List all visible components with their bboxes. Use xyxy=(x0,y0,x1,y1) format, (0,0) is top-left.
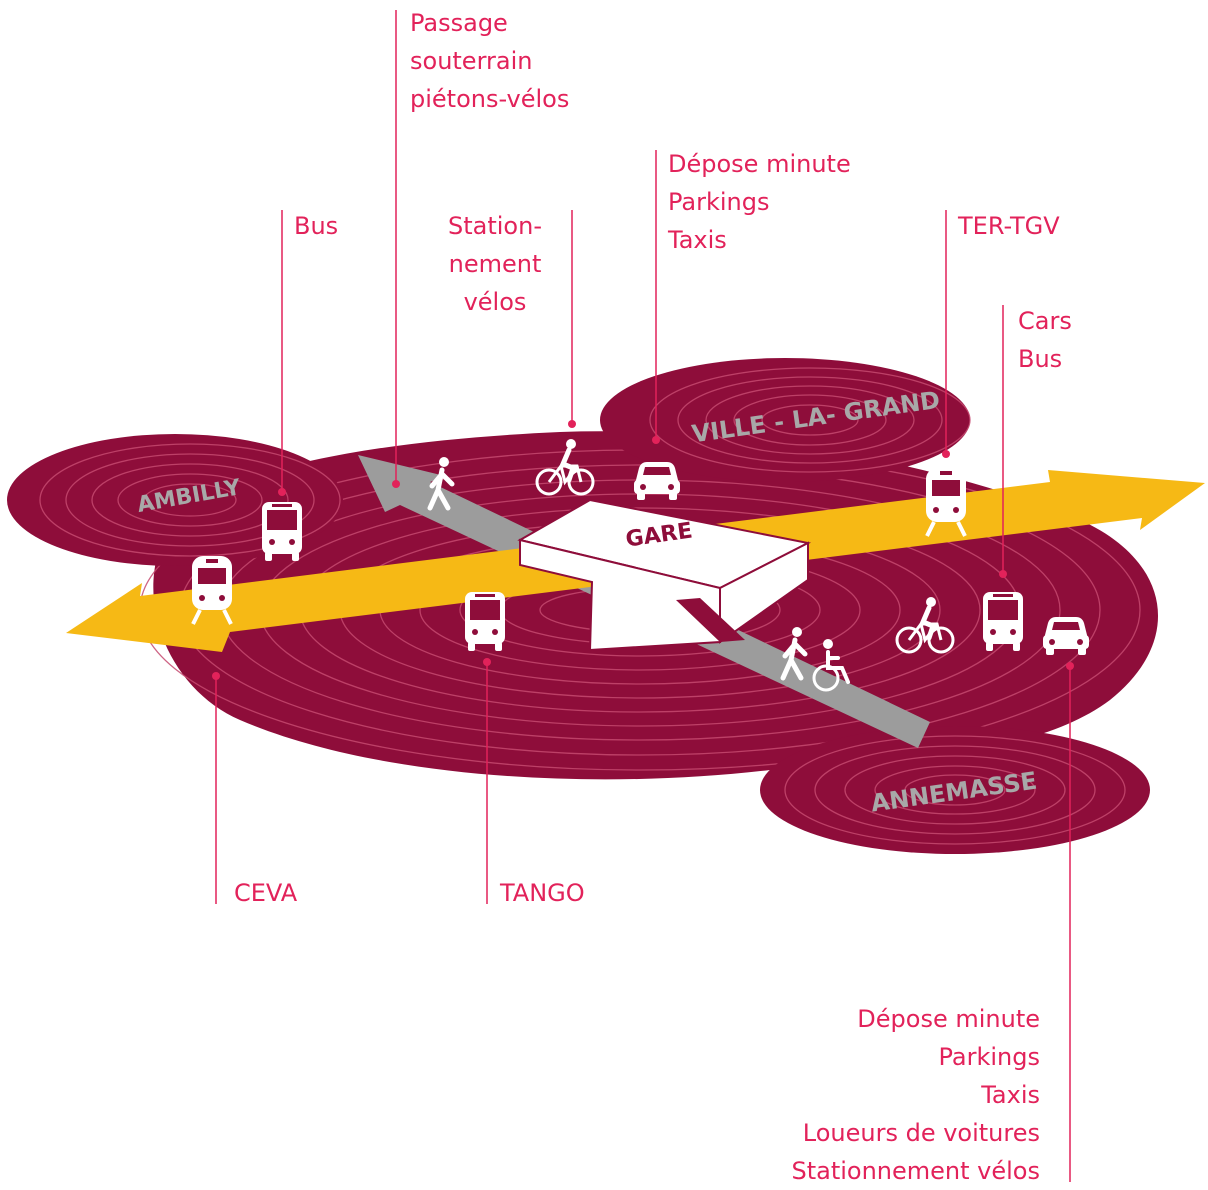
bus-line: Bus xyxy=(1018,345,1063,373)
tango-label: TANGO xyxy=(500,874,585,912)
gare-building xyxy=(517,498,812,652)
ceva-text: CEVA xyxy=(234,879,298,907)
stationnement-line-2: nement xyxy=(448,250,542,278)
depose-top-line-3: Taxis xyxy=(668,226,727,254)
ter-tgv-label: TER-TGV xyxy=(958,207,1060,245)
passage-line-1: Passage xyxy=(410,9,508,37)
depose-top-label: Dépose minute Parkings Taxis xyxy=(668,145,851,259)
depose-bottom-line-5: Stationnement vélos xyxy=(791,1157,1040,1185)
depose-top-line-2: Parkings xyxy=(668,188,770,216)
leader-dots xyxy=(212,420,1074,680)
bus-icon xyxy=(983,592,1023,651)
ceva-label: CEVA xyxy=(234,874,297,912)
stationnement-line-3: vélos xyxy=(463,288,527,316)
stationnement-label: Station- nement vélos xyxy=(430,207,560,321)
bus-label-text: Bus xyxy=(294,212,339,240)
depose-bottom-line-2: Parkings xyxy=(938,1043,1040,1071)
depose-bottom-line-1: Dépose minute xyxy=(857,1005,1040,1033)
bus-icon xyxy=(262,502,302,561)
depose-bottom-label: Dépose minute Parkings Taxis Loueurs de … xyxy=(700,1000,1040,1190)
ter-tgv-text: TER-TGV xyxy=(958,212,1060,240)
bus-icon xyxy=(465,592,505,651)
passage-line-2: souterrain xyxy=(410,47,533,75)
passage-line-3: piétons-vélos xyxy=(410,85,570,113)
cars-line: Cars xyxy=(1018,307,1072,335)
bus-label: Bus xyxy=(294,207,338,245)
cars-bus-label: Cars Bus xyxy=(1018,302,1072,378)
depose-bottom-line-4: Loueurs de voitures xyxy=(802,1119,1040,1147)
tango-text: TANGO xyxy=(500,879,585,907)
ville-la-grand-zone xyxy=(600,358,971,482)
stationnement-line-1: Station- xyxy=(448,212,542,240)
passage-label: Passage souterrain piétons-vélos xyxy=(410,4,569,118)
annemasse-zone xyxy=(760,726,1150,854)
depose-top-line-1: Dépose minute xyxy=(668,150,851,178)
leader-lines xyxy=(215,10,1071,1182)
ambilly-zone xyxy=(7,434,343,566)
depose-bottom-line-3: Taxis xyxy=(981,1081,1040,1109)
